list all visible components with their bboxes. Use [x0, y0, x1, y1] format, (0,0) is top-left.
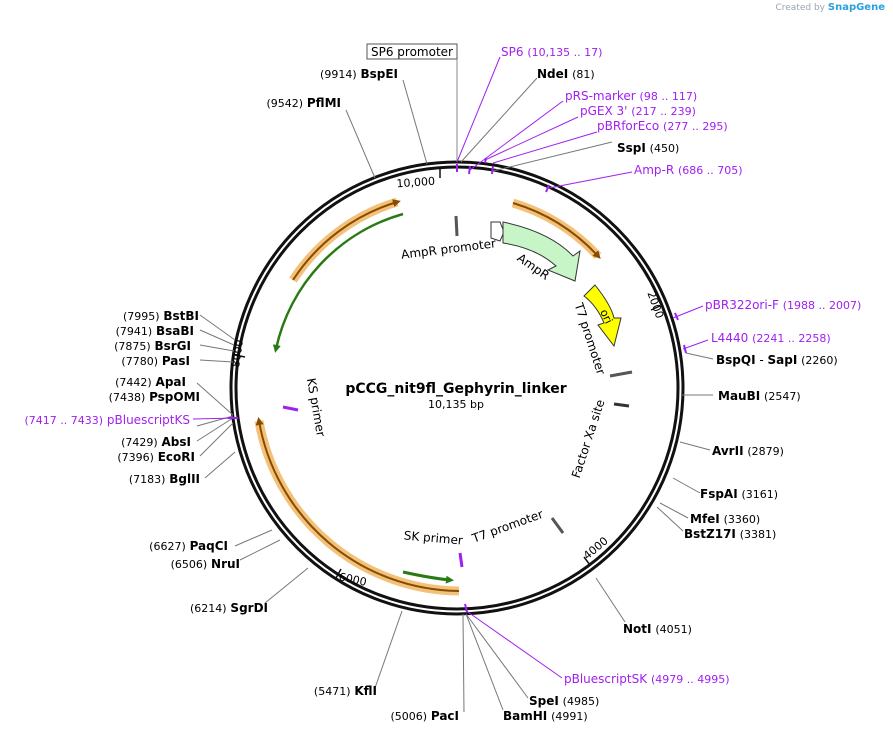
feature-mark-sk — [458, 552, 464, 568]
primer-pgex3: pGEX 3' (217 .. 239) — [580, 104, 696, 118]
ticks — [234, 168, 661, 579]
primer-leader-lines — [192, 56, 709, 679]
site-mfei: MfeI (3360) — [690, 512, 760, 526]
primer-amp-r: Amp-R (686 .. 705) — [634, 163, 743, 177]
tick-4000 — [583, 556, 591, 566]
site-bglii: (7183) BglII — [129, 472, 200, 486]
primer-pbr322ori-f: pBR322ori-F (1988 .. 2007) — [705, 298, 861, 312]
site-paci: (5006) PacI — [390, 709, 459, 723]
sites-left: (5006) PacI (5471) KflI (6214) SgrDI (65… — [109, 67, 459, 723]
primer-pbrforeco: pBRforEco (277 .. 295) — [597, 119, 728, 133]
site-ecori: (7396) EcoRI — [117, 450, 195, 464]
feature-label-sp6-promoter: SP6 promoter — [371, 45, 453, 59]
feature-label-ks: KS primer — [304, 377, 328, 438]
site-kfli: (5471) KflI — [314, 684, 377, 698]
site-absi: (7429) AbsI — [121, 435, 191, 449]
snapgene-logo: SnapGene — [827, 2, 885, 13]
primer-l4440: L4440 (2241 .. 2258) — [711, 331, 831, 345]
feature-mark-t7-1 — [609, 370, 633, 378]
site-maubi: MauBI (2547) — [718, 389, 801, 403]
site-noti: NotI (4051) — [623, 622, 692, 636]
feature-ampr — [502, 221, 581, 282]
site-bsrgi: (7875) BsrGI — [114, 339, 191, 353]
feature-ori — [583, 284, 622, 348]
feature-label-ori: ori — [597, 307, 615, 325]
sites-right: NdeI (81) SspI (450) BspQI - SapI (2260)… — [503, 67, 838, 723]
credit: Created by SnapGene — [775, 2, 885, 13]
feature-label-factorxa: Factor Xa site — [569, 398, 608, 480]
site-bstz17i: BstZ17I (3381) — [684, 527, 776, 541]
site-pflmi: (9542) PflMI — [266, 96, 341, 110]
primer-ticks — [228, 157, 687, 613]
plasmid-size: 10,135 bp — [428, 398, 484, 411]
site-paqci: (6627) PaqCI — [149, 539, 228, 553]
site-sgrdi: (6214) SgrDI — [190, 601, 268, 615]
feature-label-sk: SK primer — [403, 528, 463, 547]
site-bsabi: (7941) BsaBI — [116, 324, 194, 338]
site-spei: SpeI (4985) — [529, 694, 599, 708]
primer-sp6: SP6 (10,135 .. 17) — [501, 45, 602, 59]
tick-label-8000: 8000 — [229, 339, 246, 369]
site-pspomi: (7438) PspOMI — [109, 390, 200, 404]
site-bamhi: BamHI (4991) — [503, 709, 588, 723]
site-avrii: AvrII (2879) — [712, 444, 784, 458]
tick-8000 — [234, 354, 246, 358]
feature-arrow-left — [272, 212, 404, 353]
leader-lines — [196, 77, 714, 713]
primer-pbluescriptks: (7417 .. 7433) pBluescriptKS — [25, 413, 191, 427]
site-bspei: (9914) BspEI — [320, 67, 398, 81]
feature-mark-ks — [282, 405, 299, 412]
tick-label-6000: 6000 — [338, 570, 368, 589]
site-fspai: FspAI (3161) — [700, 487, 778, 501]
plasmid-name: pCCG_nit9fl_Gephyrin_linker — [345, 381, 566, 397]
site-ndei: NdeI (81) — [537, 67, 595, 81]
feature-mark-ampr-promoter — [454, 215, 459, 237]
tick-label-10000: 10,000 — [396, 175, 435, 191]
tick-2000 — [650, 305, 661, 311]
site-nrui: (6506) NruI — [171, 557, 240, 571]
site-apai: (7442) ApaI — [115, 375, 186, 389]
feature-mark-factorxa — [613, 402, 630, 408]
tick-6000 — [335, 568, 342, 579]
site-sspi: SspI (450) — [617, 141, 679, 155]
primers: SP6 (10,135 .. 17) pRS-marker (98 .. 117… — [25, 45, 862, 686]
orf-bottom-left — [254, 420, 460, 596]
credit-prefix: Created by — [775, 3, 825, 13]
feature-label-ampr-promoter: AmpR promoter — [400, 236, 496, 262]
site-bstbi: (7995) BstBI — [123, 309, 199, 323]
primer-prs-marker: pRS-marker (98 .. 117) — [565, 89, 697, 103]
feature-ampr-promoter — [490, 221, 505, 242]
primer-pbluescriptsk: pBluescriptSK (4979 .. 4995) — [564, 672, 730, 686]
site-pasi: (7780) PasI — [121, 354, 190, 368]
sp6-promoter-box — [366, 43, 458, 60]
feature-arrow-bottom — [402, 570, 454, 584]
feature-mark-t7-2 — [550, 517, 565, 534]
feature-label-t7-2: T7 promoter — [469, 507, 545, 546]
orfs — [254, 197, 602, 596]
site-bspqi: BspQI - SapI (2260) — [716, 353, 838, 367]
